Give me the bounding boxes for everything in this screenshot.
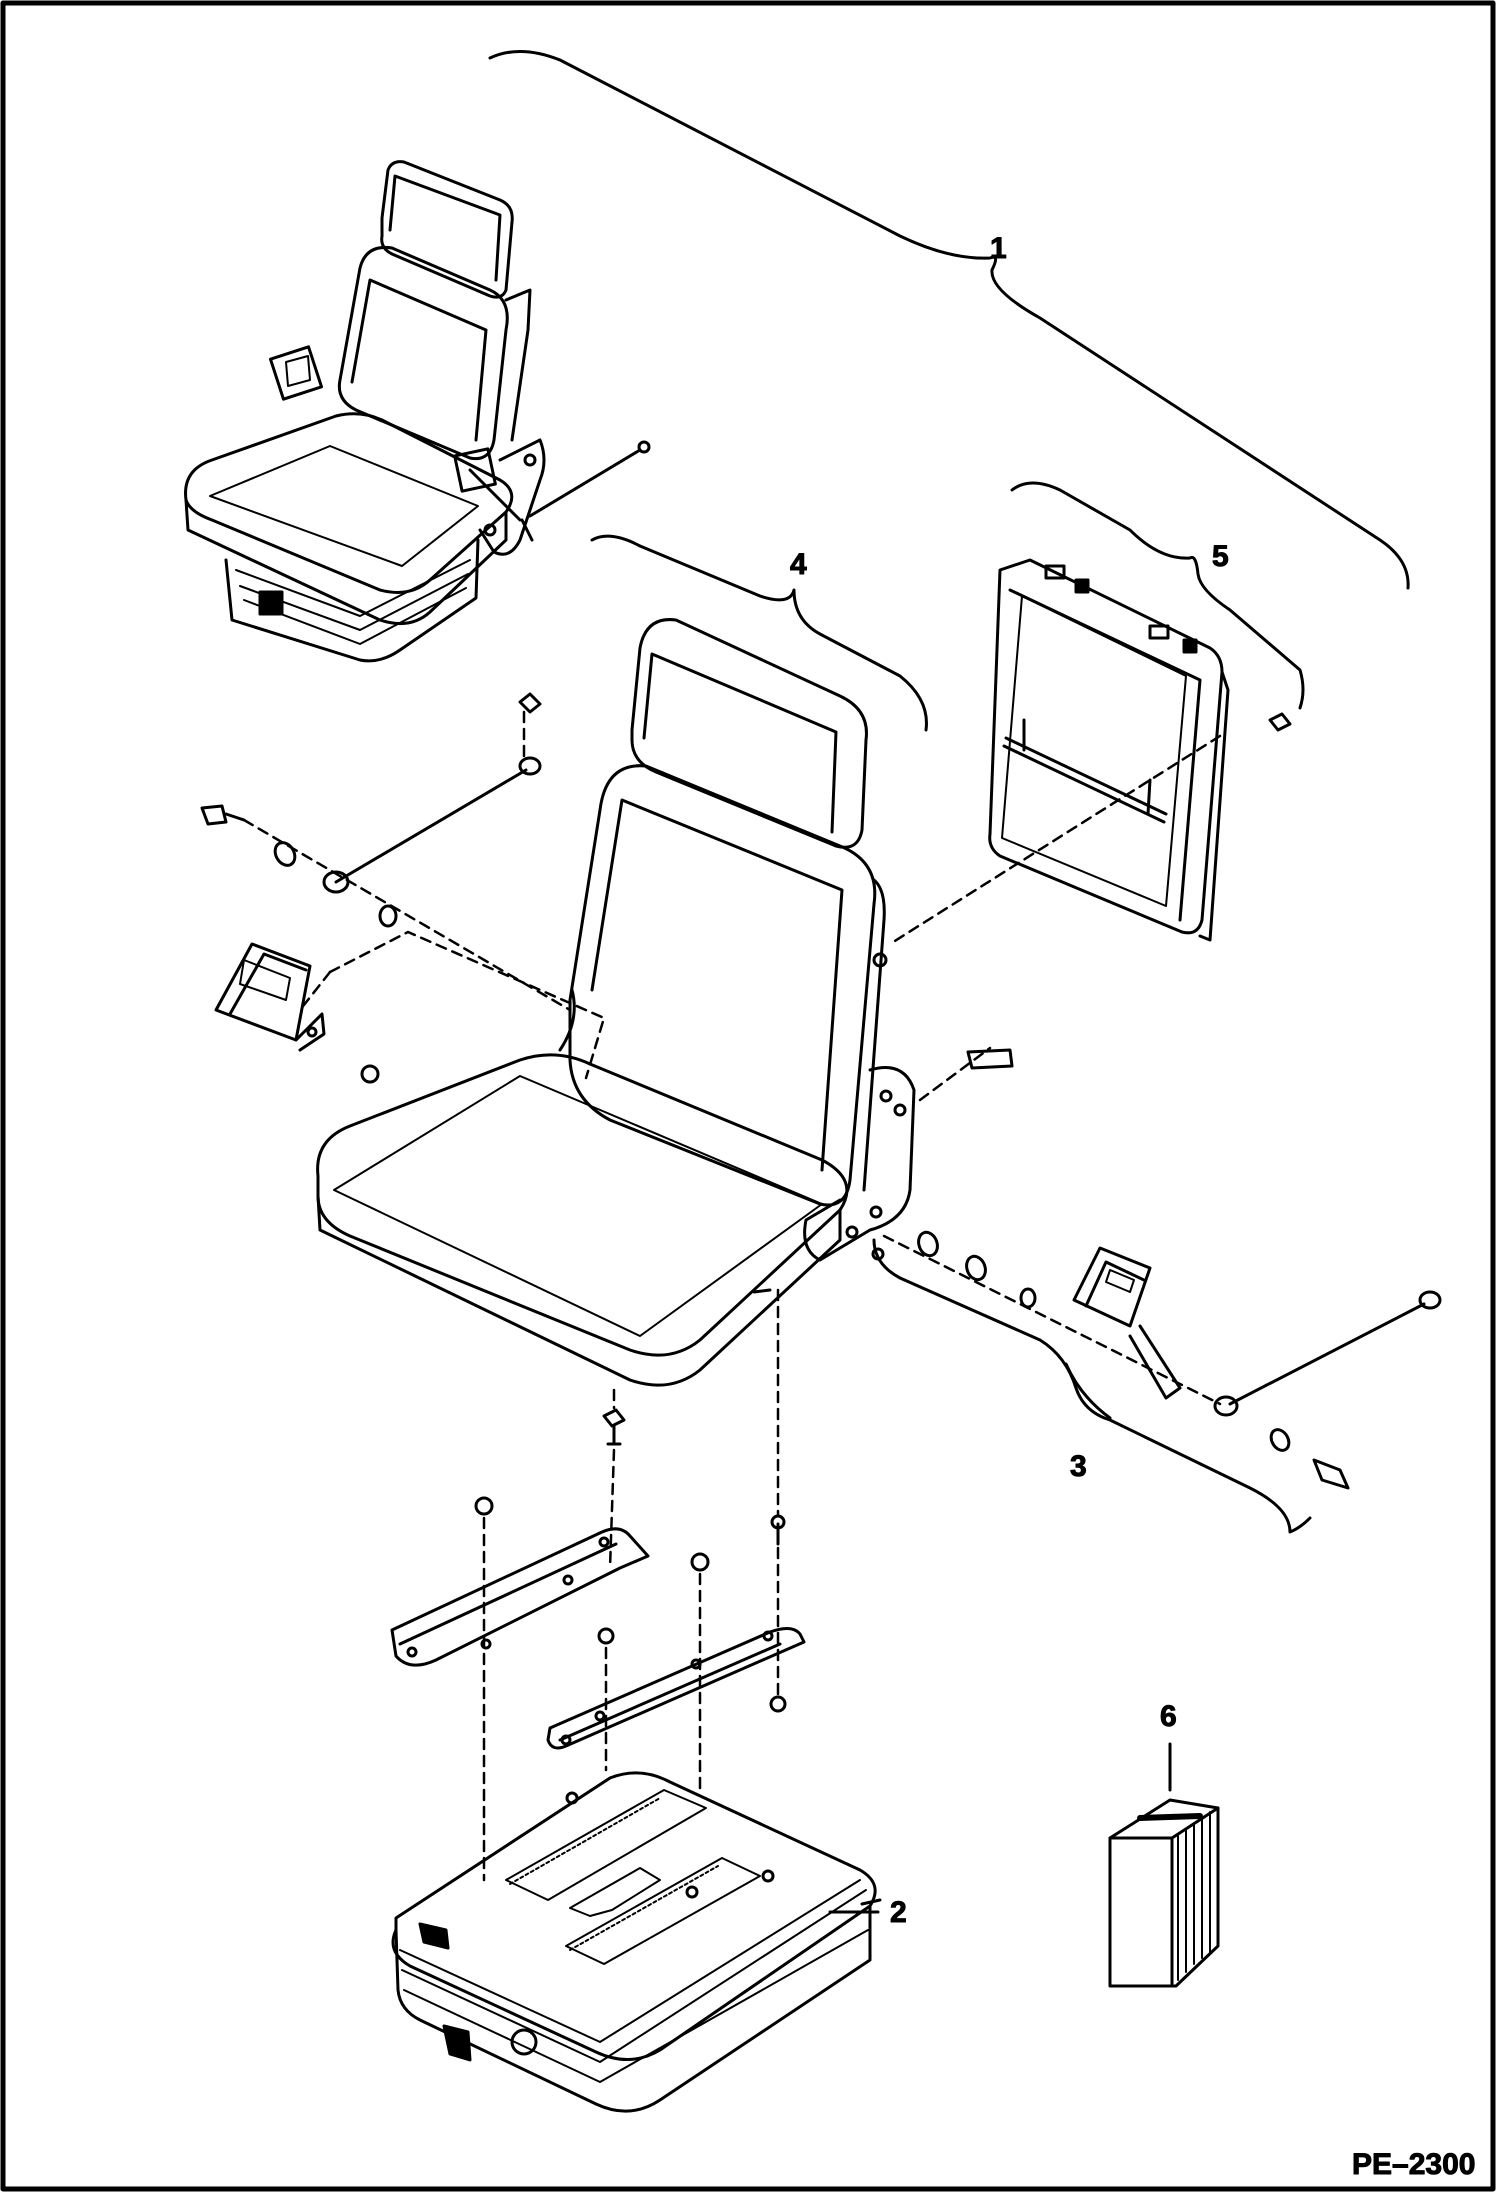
brace-1 — [488, 49, 1410, 590]
buckle-nut — [360, 1064, 380, 1084]
right-hardware — [917, 1230, 1442, 1490]
callout-5: 5 — [1212, 540, 1229, 573]
brace-5 — [1010, 481, 1305, 710]
drawing-code: PE–2300 — [1352, 2148, 1475, 2181]
sticker-label — [966, 1048, 1014, 1070]
seat-back-panel — [988, 558, 1292, 942]
fasteners — [474, 1408, 787, 1713]
callout-1: 1 — [990, 232, 1007, 265]
callout-6: 6 — [1160, 1700, 1177, 1733]
manual-box — [1108, 1798, 1220, 1988]
left-seat-belt-buckle — [214, 942, 326, 1052]
callout-3: 3 — [1070, 1450, 1087, 1483]
assembled-seat-illustration — [184, 160, 651, 663]
brace-3 — [872, 1238, 1312, 1534]
callout-4: 4 — [790, 548, 807, 581]
brace-4 — [590, 534, 928, 732]
assembly-dashed-lines — [242, 710, 1222, 1882]
callout-2: 2 — [890, 1896, 907, 1929]
seat-illustration — [316, 618, 916, 1387]
suspension-base — [391, 1771, 882, 2113]
left-hardware — [200, 692, 542, 928]
